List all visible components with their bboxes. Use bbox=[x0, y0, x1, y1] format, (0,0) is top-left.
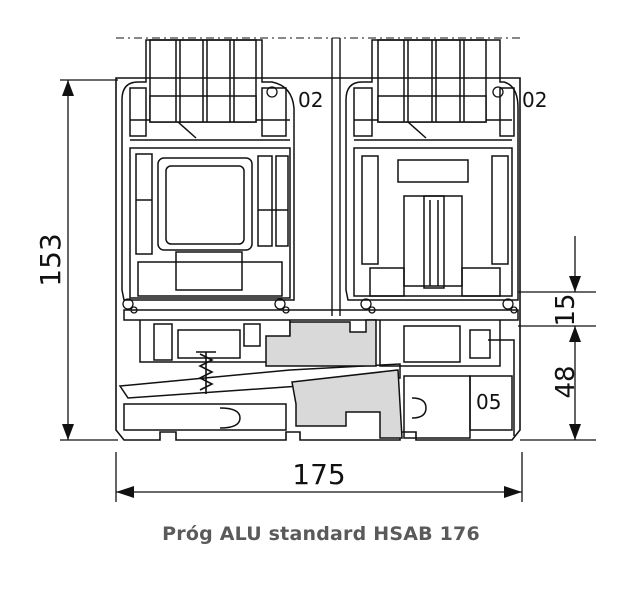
dimension-153-label: 153 bbox=[34, 233, 67, 286]
part-label-threshold: 05 bbox=[476, 390, 501, 414]
dimension-lines bbox=[60, 79, 596, 502]
drawing-caption: Próg ALU standard HSAB 176 bbox=[162, 523, 480, 545]
left-glazing bbox=[149, 39, 257, 139]
dimension-15-label: 15 bbox=[551, 293, 581, 326]
dimension-arrowheads bbox=[62, 80, 581, 498]
lower-frame-profile bbox=[118, 309, 519, 439]
screw bbox=[196, 351, 216, 394]
left-sash-profile bbox=[121, 39, 295, 301]
lower-insert bbox=[291, 369, 403, 439]
threshold-inserts bbox=[265, 319, 403, 439]
upper-insert bbox=[265, 319, 377, 367]
part-label-right-sash: 02 bbox=[522, 88, 547, 112]
center-gap bbox=[331, 38, 341, 316]
dimension-48-label: 48 bbox=[551, 365, 581, 398]
dimension-175-label: 175 bbox=[292, 458, 345, 491]
right-glazing bbox=[377, 39, 487, 139]
frame-outline bbox=[115, 77, 521, 441]
part-label-left-sash: 02 bbox=[298, 88, 323, 112]
